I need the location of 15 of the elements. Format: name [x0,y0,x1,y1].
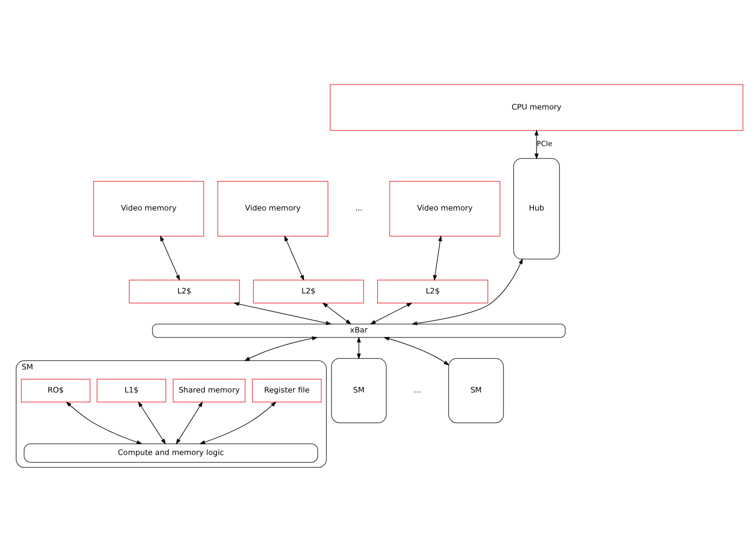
arrow [411,258,523,325]
arrow [244,336,318,361]
arrow [138,400,166,444]
arrow [384,336,450,366]
arrow [433,234,442,280]
arrow [233,302,332,324]
arrow [322,302,352,324]
arrow [66,400,142,444]
arrow [370,302,412,324]
arrow [176,400,203,444]
arrow [284,234,304,280]
arrow [356,336,361,359]
arrow [199,400,276,444]
arrow [160,234,180,280]
arrow [534,129,539,159]
